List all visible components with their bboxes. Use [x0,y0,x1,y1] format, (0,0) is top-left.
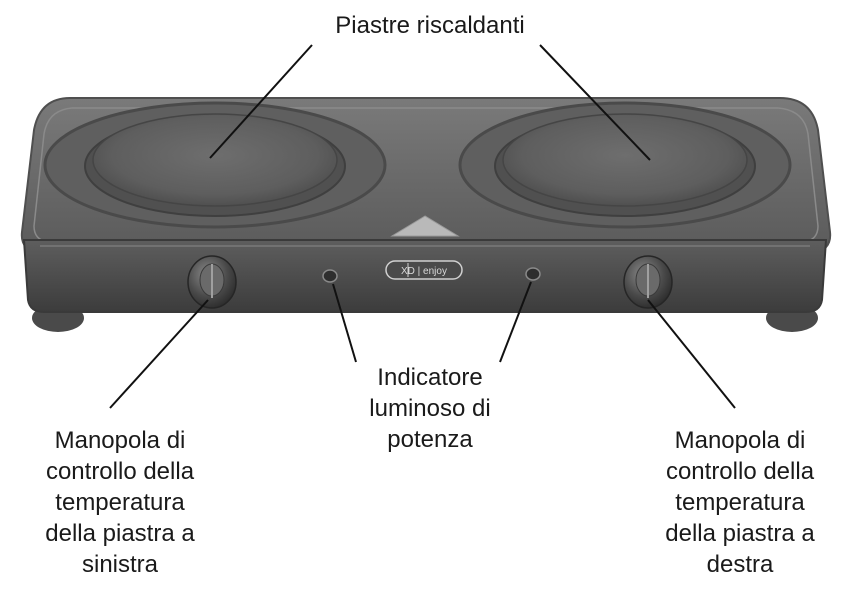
leader-line-left-knob [109,299,209,409]
leader-line-right-plate [539,44,651,161]
right-heating-plate [458,101,792,229]
leader-line-left-plate [209,44,313,159]
callout-leader-lines [109,44,736,409]
brand-logo: XD | enjoy [385,260,463,280]
leader-line-indicator-right [499,281,532,363]
warning-triangle-icon [390,215,460,237]
right-plate-surface [502,113,748,207]
left-heating-plate [43,101,387,229]
indicator-light-right [525,267,541,281]
left-temperature-knob [187,255,237,309]
leader-line-indicator-left [332,283,357,363]
label-power-indicator: Indicatore luminoso di potenza [369,364,491,453]
leader-line-right-knob [647,299,736,409]
brand-logo-text: XD | enjoy [401,266,447,277]
label-heating-plates: Piastre riscaldanti [335,12,525,39]
label-left-temperature-knob: Manopola di controllo della temperatura … [45,427,195,578]
label-right-temperature-knob: Manopola di controllo della temperatura … [665,427,815,578]
indicator-light-left [322,269,338,283]
left-plate-surface [92,113,338,207]
power-indicator-lights [322,267,541,283]
right-temperature-knob [623,255,673,309]
